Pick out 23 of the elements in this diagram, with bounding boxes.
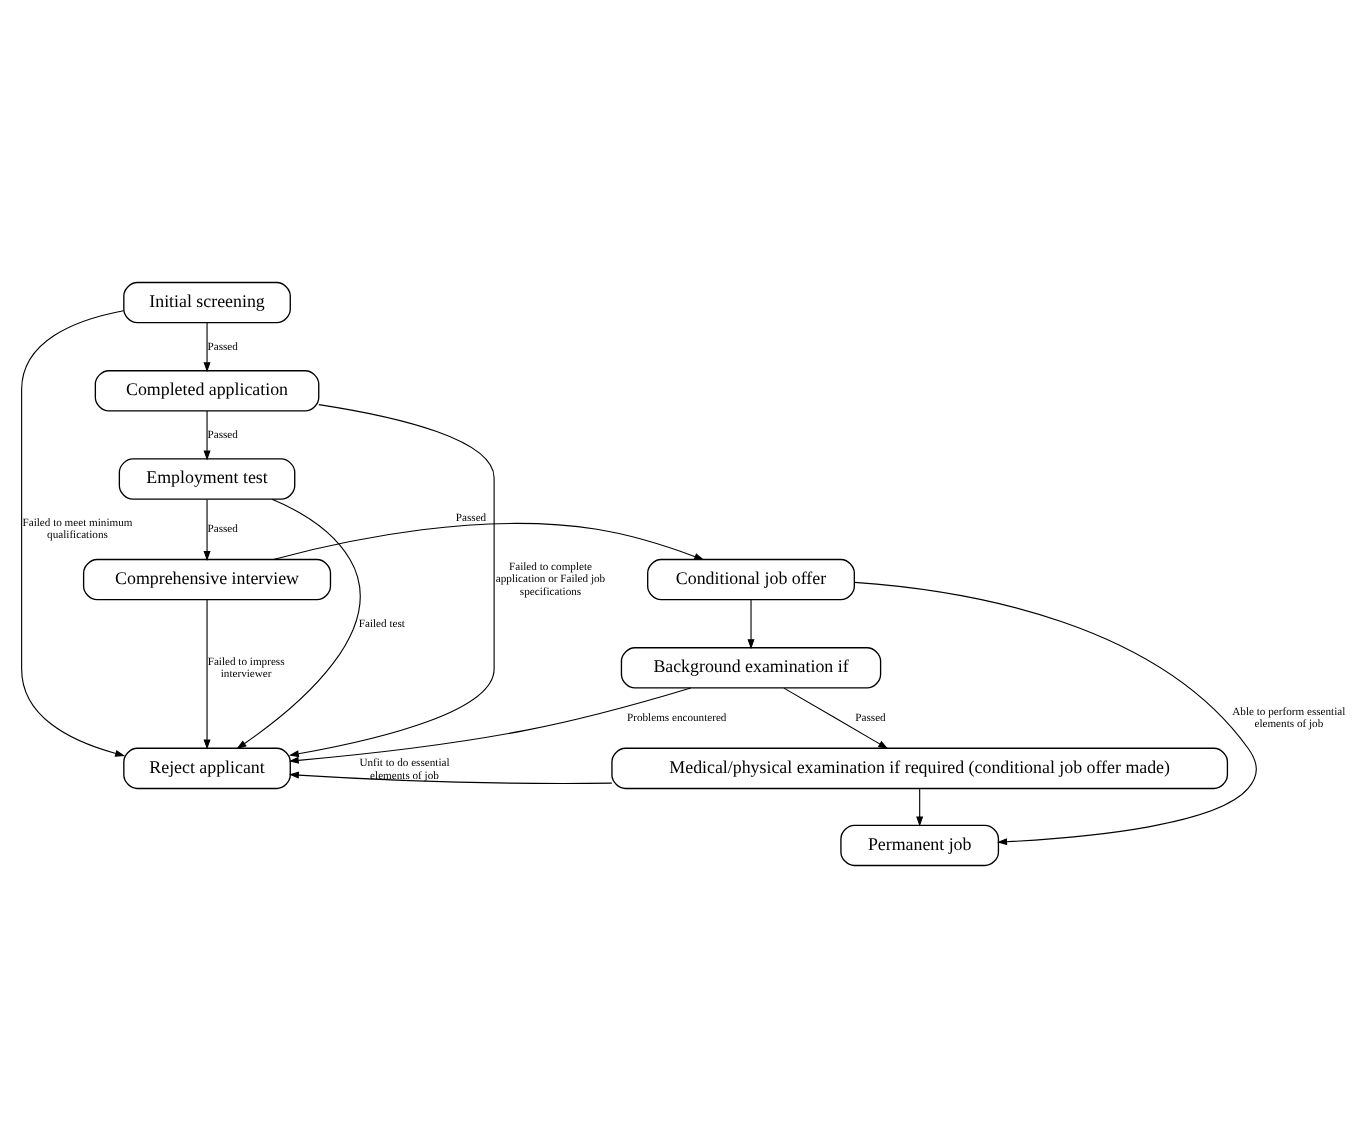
node-box: Employment test: [118, 458, 296, 500]
arrow: [288, 771, 613, 784]
node-box: Reject applicant: [123, 747, 291, 790]
node-box: Initial screening: [123, 281, 291, 324]
arrow: [288, 404, 495, 758]
node-box: Medical/physical examination if required (conditional job offer made): [611, 747, 1229, 790]
arrow: [916, 788, 924, 827]
arrow: [236, 498, 361, 750]
arrow: [272, 522, 705, 561]
arrow: [203, 499, 211, 562]
arrow: [854, 581, 1257, 846]
arrow: [783, 687, 889, 749]
node-box: Conditional job offer: [647, 558, 855, 601]
node-box: Permanent job: [840, 824, 1000, 867]
arrow: [21, 310, 126, 757]
node-box: Comprehensive interview: [82, 558, 332, 601]
arrow: [203, 410, 211, 461]
arrow: [203, 599, 211, 750]
node-box: Background examination if: [620, 647, 882, 689]
arrow: [747, 599, 755, 650]
arrow: [288, 687, 692, 764]
node-box: Completed application: [94, 370, 320, 412]
arrow: [203, 322, 211, 373]
